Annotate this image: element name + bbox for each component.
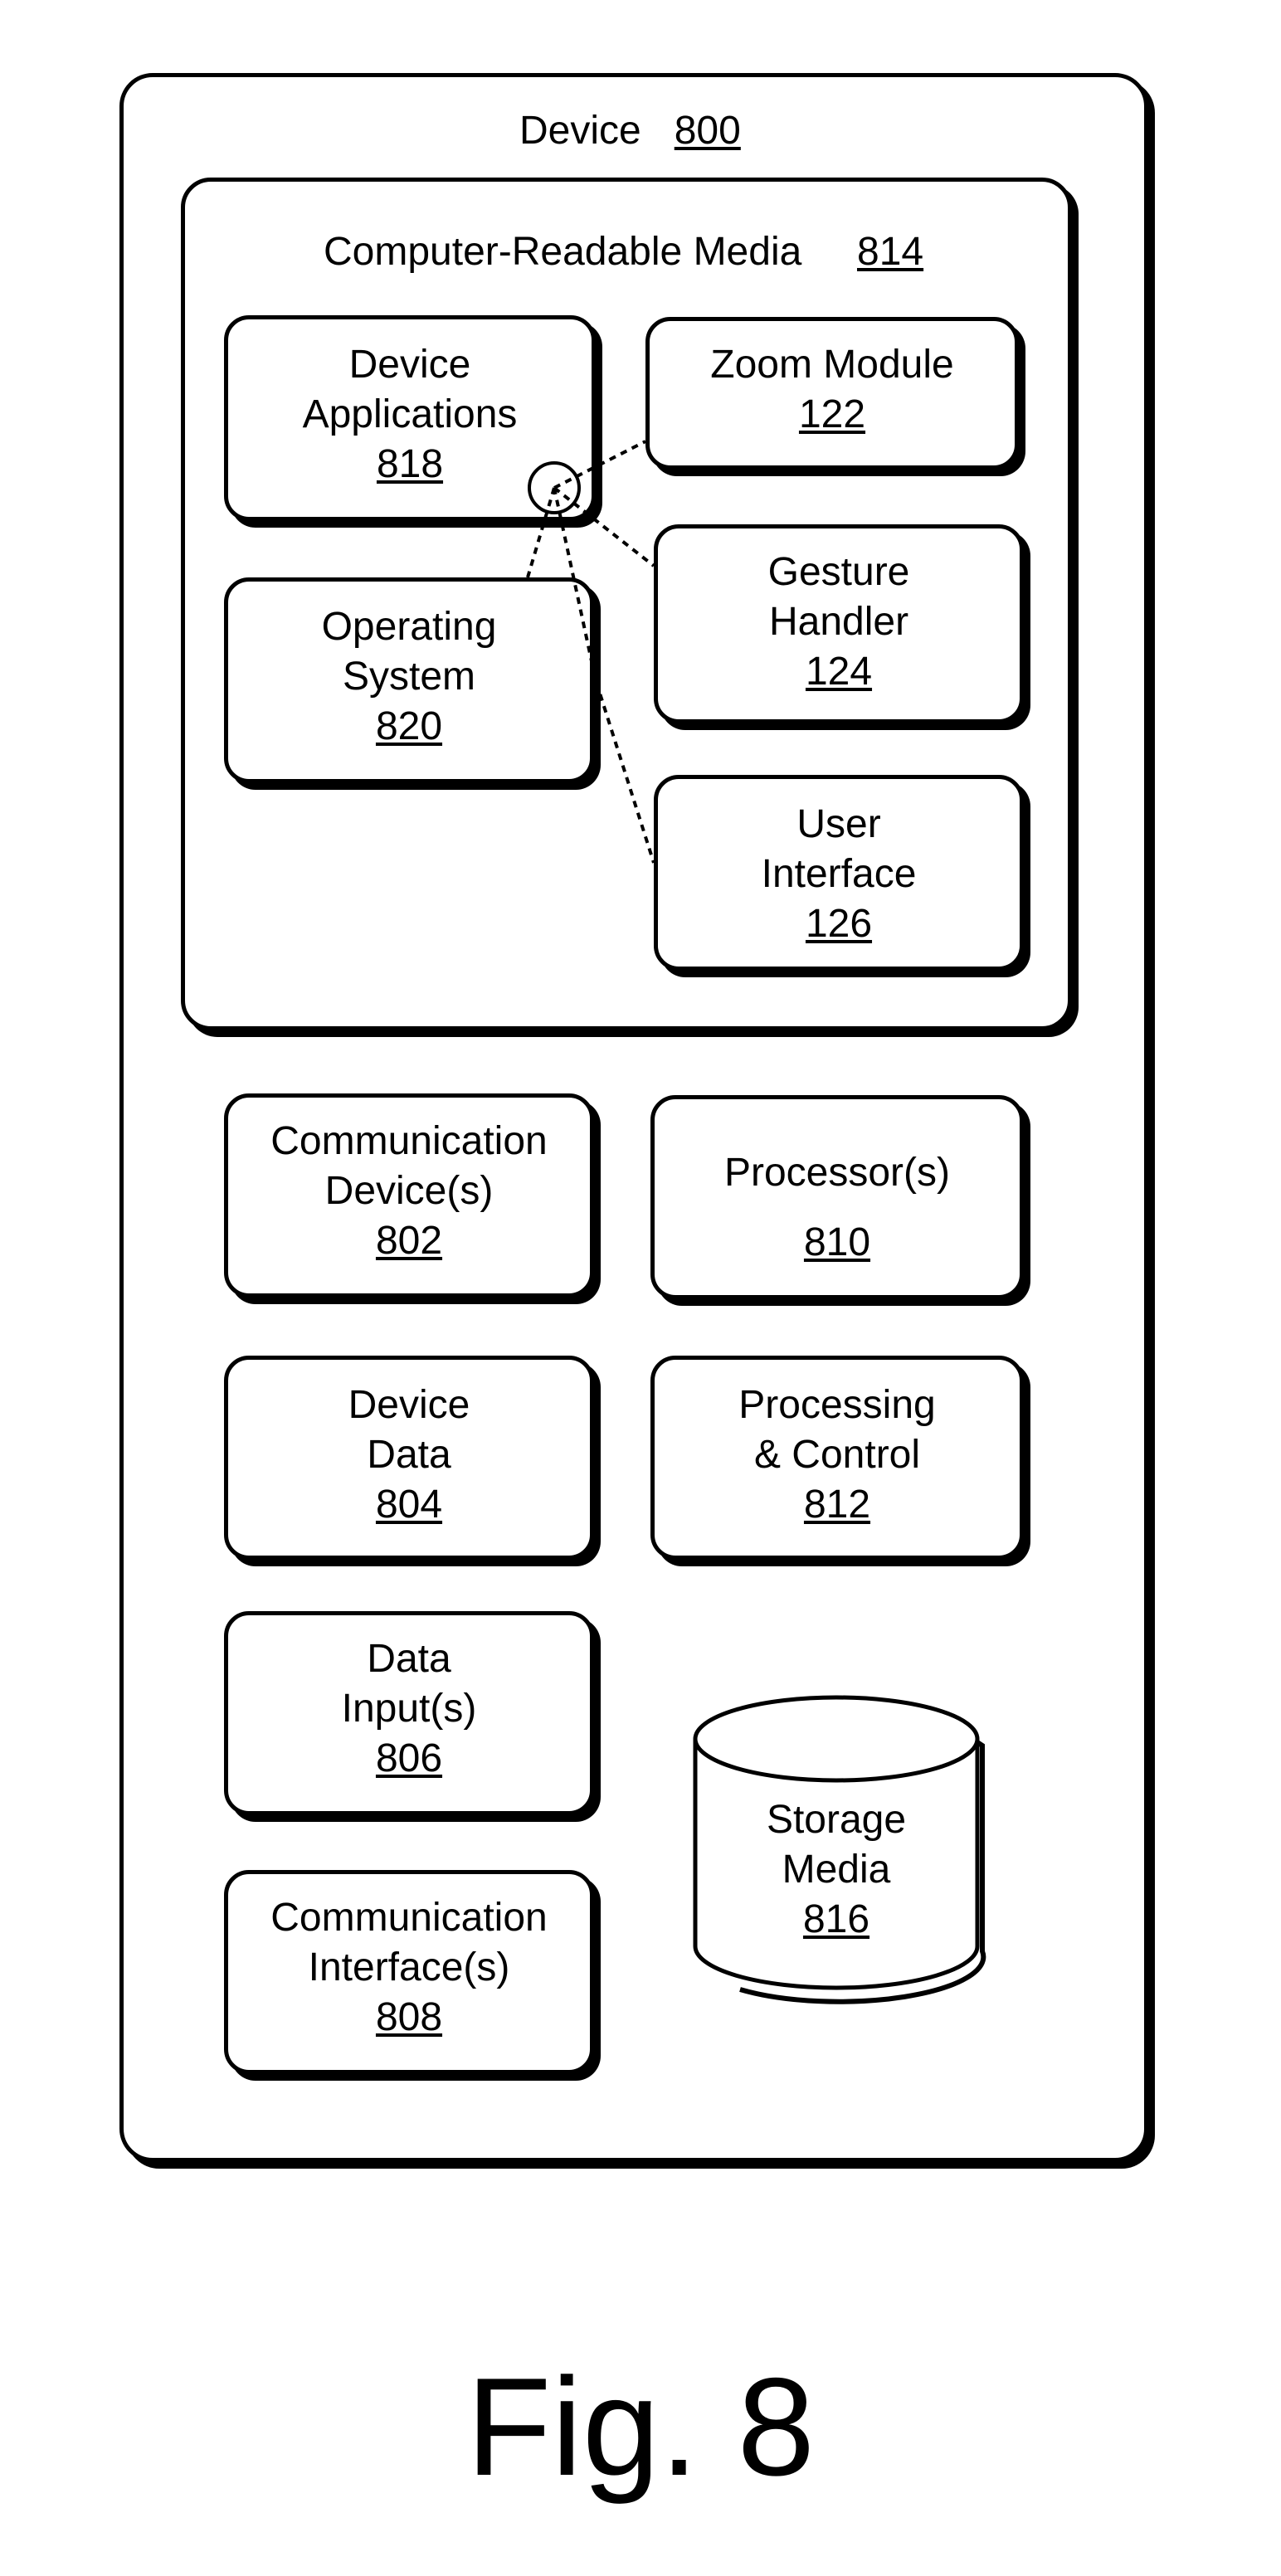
device-data-number: 804 bbox=[224, 1480, 594, 1530]
storage-media-label: Storage Media 816 bbox=[690, 1795, 982, 1945]
communication-interfaces-label: Communication Interface(s) 808 bbox=[224, 1893, 594, 2043]
communication-devices-number: 802 bbox=[224, 1216, 594, 1266]
data-inputs-number: 806 bbox=[224, 1734, 594, 1784]
crm-title: Computer-Readable Media 814 bbox=[324, 227, 923, 277]
zoom-module-number: 122 bbox=[645, 390, 1019, 440]
communication-interfaces-number: 808 bbox=[224, 1993, 594, 2043]
processing-control-number: 812 bbox=[650, 1480, 1024, 1530]
user-interface-label: User Interface 126 bbox=[654, 800, 1024, 949]
processors-label: Processor(s) 810 bbox=[650, 1138, 1024, 1278]
crm-label: Computer-Readable Media bbox=[324, 230, 801, 274]
data-inputs-label: Data Input(s) 806 bbox=[224, 1634, 594, 1784]
gesture-handler-label: Gesture Handler 124 bbox=[654, 548, 1024, 697]
device-title: Device 800 bbox=[519, 106, 741, 156]
gesture-handler-number: 124 bbox=[654, 647, 1024, 697]
user-interface-number: 126 bbox=[654, 899, 1024, 949]
operating-system-label: Operating System 820 bbox=[224, 602, 594, 752]
device-label: Device bbox=[519, 109, 641, 153]
device-data-label: Device Data 804 bbox=[224, 1381, 594, 1530]
storage-media-number: 816 bbox=[690, 1895, 982, 1945]
device-number: 800 bbox=[675, 109, 741, 153]
device-applications-label: Device Applications 818 bbox=[224, 340, 596, 489]
crm-number: 814 bbox=[857, 230, 923, 274]
device-applications-number: 818 bbox=[224, 440, 596, 489]
operating-system-number: 820 bbox=[224, 702, 594, 752]
processing-control-label: Processing & Control 812 bbox=[650, 1381, 1024, 1530]
processors-number: 810 bbox=[650, 1208, 1024, 1278]
zoom-module-label: Zoom Module 122 bbox=[645, 340, 1019, 440]
communication-devices-label: Communication Device(s) 802 bbox=[224, 1117, 594, 1266]
figure-caption: Fig. 8 bbox=[0, 2348, 1281, 2505]
